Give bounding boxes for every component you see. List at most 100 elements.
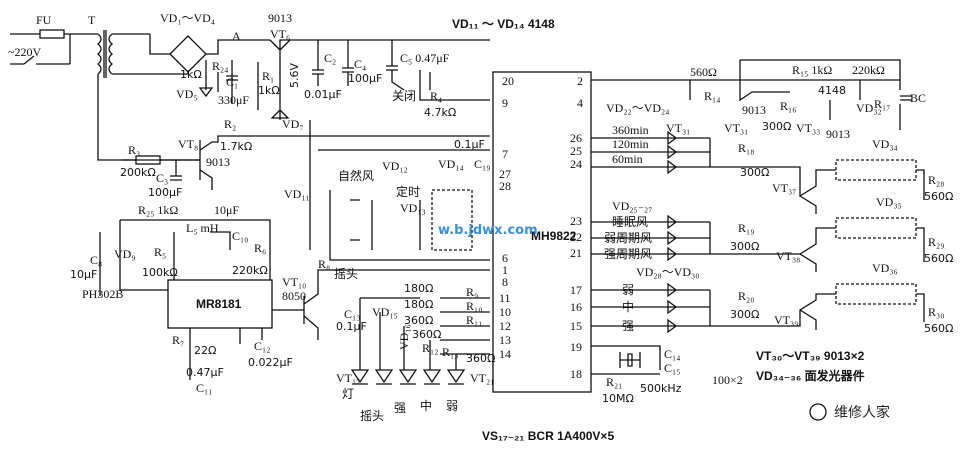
mains-switch (23, 55, 35, 65)
speed-leds (667, 282, 678, 334)
r24-label: R₂₄ (212, 59, 228, 73)
timer-60: 60min (612, 152, 643, 166)
r20-label: R₂₀ (738, 289, 754, 303)
r28-value: 560Ω (924, 190, 953, 203)
triac-spec: VS₁₇₋₂₁ BCR 1A400V×5 (482, 429, 614, 443)
pin-20: 20 (502, 74, 514, 88)
timer-360: 360min (612, 123, 649, 137)
r18-value: 300Ω (740, 166, 769, 179)
vt8-label: VT₈ (178, 137, 198, 151)
pin-r19: 19 (570, 340, 582, 354)
pin-r2: 2 (577, 74, 583, 88)
pin-7: 7 (502, 147, 508, 161)
r9-label: R₉ (466, 285, 478, 299)
triac-symbols (350, 369, 466, 385)
r4-value: 4.7kΩ (424, 106, 456, 119)
vt38-wires (740, 227, 925, 272)
cap-x100: 100×2 (712, 373, 743, 387)
wechat-icon (809, 403, 827, 421)
r17-value: 220kΩ (852, 63, 885, 77)
shake2-label: 摇头 (360, 409, 384, 423)
r11-label: R₁₁ (466, 313, 482, 327)
vd34-led-array (835, 159, 917, 181)
mr8181-body (167, 279, 273, 329)
r4-label: R₄ (430, 89, 442, 103)
c4-value: 100μF (348, 72, 382, 85)
pin-9: 9 (502, 96, 508, 110)
switch-wires (329, 190, 490, 261)
vt31-code: 9013 (742, 103, 766, 117)
vd36-led-array (835, 283, 917, 305)
vd5-diode (198, 87, 214, 98)
ph302b-label: PH302B (82, 287, 123, 301)
ladder-wires (359, 297, 490, 370)
r16-value: 300Ω (762, 120, 791, 133)
r13-label: R₁₃ (442, 345, 458, 359)
crystal-freq: 500kHz (640, 382, 682, 395)
r21-label: R₂₁ (606, 375, 622, 389)
r30-label: R₃₀ (928, 305, 944, 319)
r1-value: 1kΩ (258, 84, 280, 97)
switch-group (431, 189, 473, 251)
lamp-label: 灯 (342, 387, 354, 401)
pin-r17: 17 (570, 283, 582, 297)
r2-value: 1.7kΩ (220, 140, 252, 153)
vt6-transistor (255, 39, 490, 62)
regulator-wires (257, 62, 290, 120)
pin-1: 1 (502, 263, 508, 277)
vd35-label: VD₃₅ (876, 195, 902, 209)
bridge-wires (149, 34, 255, 75)
c12-label: C₁₂ (254, 339, 270, 353)
r16-label: R₁₆ (780, 99, 796, 113)
weak-label: 弱 (446, 399, 458, 413)
r19-label: R₁₉ (738, 221, 754, 235)
mr8181-pin-wires (189, 328, 263, 380)
r8-label: R₈ (318, 257, 330, 271)
vt33-code: 9013 (826, 127, 850, 141)
vd11-label: VD₁₁ (284, 187, 310, 201)
fuse-label: FU (36, 13, 52, 27)
watermark: w.b.jdwx.com (438, 223, 538, 238)
r15-label: R₁₅ 1kΩ (792, 63, 832, 77)
c13-value: 0.1μF (336, 320, 367, 333)
ic-mh9822-body (492, 71, 592, 393)
filter-caps (205, 60, 238, 104)
c12-value: 0.022μF (248, 356, 293, 369)
c13-label: C₁₃ (344, 307, 360, 321)
r5-label: R₅ (154, 245, 166, 259)
r7-value: 22Ω (194, 344, 216, 357)
c10-label: C₁₀ (232, 229, 248, 243)
vt38-label: VT₃₈ (776, 249, 800, 263)
vt37-wires (740, 166, 925, 214)
r28-label: R₂₈ (928, 173, 944, 187)
pin-6: 6 (502, 251, 508, 265)
r25-label: R₂₅ 1kΩ (138, 203, 178, 217)
natural-wind-label: 自然风 (338, 168, 374, 183)
timer-120: 120min (612, 137, 649, 151)
c11-label: C₁₁ (196, 381, 212, 395)
c2-label: C₂ (324, 51, 336, 65)
vt8-code: 9013 (206, 155, 230, 169)
pin-r24: 24 (570, 157, 582, 171)
vd32-value: 4148 (818, 84, 846, 97)
vd25-27-label: VD₂₅₋₂₇ (612, 199, 652, 213)
mode-lines (591, 221, 740, 255)
vt6-label: VT₆ (270, 27, 290, 41)
r14-label: R₁₄ (704, 89, 720, 103)
r6-value: 220kΩ (232, 264, 268, 277)
c15-label: C₁₅ (664, 361, 680, 375)
vd5-label: VD₅ (176, 87, 198, 101)
pin-r15: 15 (570, 319, 582, 333)
mains-wires (10, 33, 98, 65)
c3-label: C₃ (156, 171, 168, 185)
r12-value: 360Ω (412, 328, 441, 341)
timer-leds (667, 130, 678, 175)
r24-value: 1kΩ (180, 68, 202, 81)
speed-lines (591, 289, 740, 327)
vt8-wires (122, 135, 490, 190)
vd35-led-array (835, 217, 917, 239)
shake-label: 摇头 (334, 267, 358, 281)
r2-label: R₂ (224, 117, 236, 131)
vd22-24-label: VD₂₂～VD₂₄ (606, 101, 669, 115)
